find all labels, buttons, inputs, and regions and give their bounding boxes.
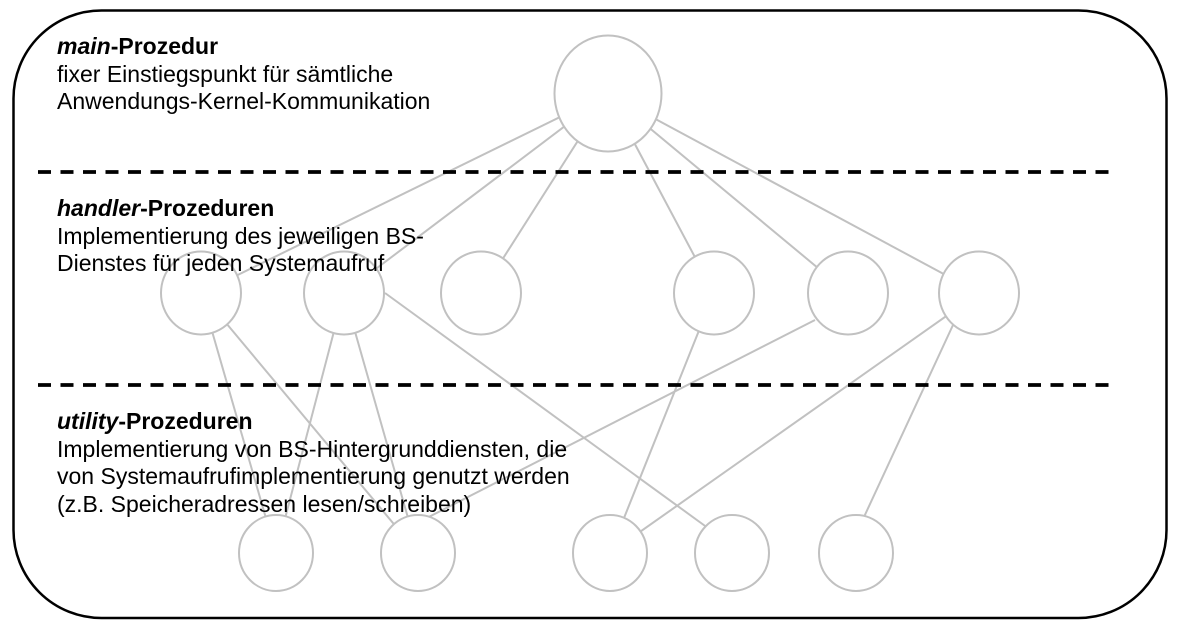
utility-procedure-node-U3 — [572, 514, 648, 592]
call-edge-M-H6 — [607, 92, 980, 294]
handler-layer-desc-line2: Dienstes für jeden Systemaufruf — [57, 250, 385, 276]
handler-procedure-node-H5 — [807, 250, 889, 336]
call-edges — [200, 92, 980, 554]
utility-procedure-node-U1 — [238, 514, 314, 592]
handler-procedure-node-H6 — [938, 250, 1020, 336]
handler-procedure-node-H3 — [440, 250, 522, 336]
handler-layer-desc-line1: Implementierung des jeweiligen BS- — [57, 222, 424, 249]
handler-procedure-node-H2 — [303, 250, 385, 336]
procedure-nodes — [160, 34, 1020, 592]
main-title-rest: -Prozedur — [110, 33, 219, 59]
call-edge-H2-U2 — [343, 292, 419, 554]
utility-procedure-node-U4 — [694, 514, 770, 592]
call-edge-M-H1 — [200, 92, 609, 294]
call-edge-H6-U3 — [609, 292, 980, 554]
main-title-italic: main — [57, 33, 111, 59]
call-edge-H5-U2 — [414, 319, 816, 525]
main-procedure-node-M — [553, 34, 663, 153]
handler-title-italic: handler — [57, 195, 141, 221]
utility-layer-label: utility-Prozeduren Implementierung von B… — [57, 408, 570, 518]
utility-layer-desc-line3: (z.B. Speicheradressen lesen/schreiben) — [57, 490, 472, 517]
main-layer-label: main-Prozedur fixer Einstiegspunkt für s… — [57, 33, 430, 116]
utility-title-italic: utility — [57, 408, 119, 434]
call-edge-H1-U1 — [200, 292, 277, 554]
handler-title-rest: -Prozeduren — [140, 195, 275, 221]
handler-layer-label: handler-Prozeduren Implementierung des j… — [57, 195, 424, 278]
main-layer-title: main-Prozedur — [57, 33, 430, 61]
call-edge-H4-U3 — [609, 292, 715, 554]
utility-layer-desc-line2: von Systemaufrufimplementierung genutzt … — [57, 463, 570, 489]
call-edge-H2-U1 — [275, 292, 345, 554]
handler-layer-title: handler-Prozeduren — [57, 195, 424, 223]
utility-layer-desc-line1: Implementierung von BS-Hintergrunddienst… — [57, 435, 568, 462]
utility-layer-title: utility-Prozeduren — [57, 408, 570, 436]
main-layer-desc-line2: Anwendungs-Kernel-Kommunikation — [57, 88, 431, 114]
main-layer-desc-line1: fixer Einstiegspunkt für sämtliche — [57, 60, 394, 87]
utility-procedure-node-U2 — [380, 514, 456, 592]
utility-title-rest: -Prozeduren — [118, 408, 253, 434]
utility-procedure-node-U5 — [818, 514, 894, 592]
call-edge-H2-U4 — [384, 292, 713, 532]
figure-border — [12, 9, 1168, 620]
call-edge-H6-U5 — [850, 324, 954, 546]
handler-procedure-node-H1 — [160, 250, 242, 336]
handler-procedure-node-H4 — [673, 250, 755, 336]
